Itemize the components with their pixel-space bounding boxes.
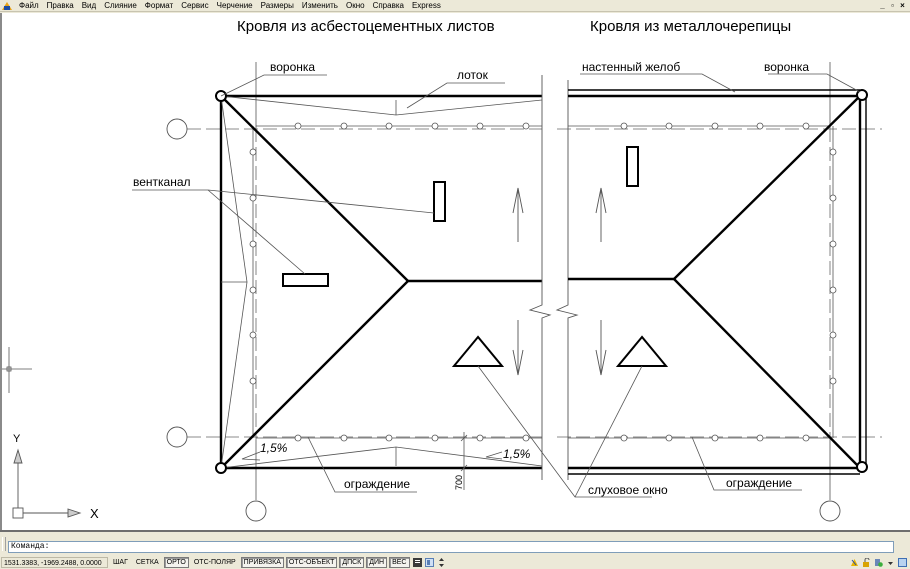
funnel-bottom-right (856, 461, 868, 473)
title-asbestos-roof: Кровля из асбестоцементных листов (237, 18, 495, 35)
toggle-osnap[interactable]: ПРИВЯЗКА (240, 557, 284, 568)
menu-modify[interactable]: Изменить (301, 0, 338, 10)
clean-screen-icon[interactable] (874, 558, 883, 567)
document-window-controls: _ ▫ × (878, 1, 907, 10)
label-funnel-left: воронка (270, 60, 315, 74)
funnel-bottom-left (215, 462, 227, 474)
model-icon[interactable] (412, 558, 422, 567)
vent-channels (282, 146, 639, 287)
lock-icon[interactable] (862, 558, 871, 567)
ucs-x-label: X (90, 506, 99, 521)
title-metal-tile-roof: Кровля из металлочерепицы (590, 18, 791, 35)
roof-plan-drawing: Кровля из асбестоцементных листов Кровля… (2, 18, 882, 522)
drawing-canvas[interactable]: Кровля из асбестоцементных листов Кровля… (0, 13, 910, 530)
label-fence-right: ограждение (726, 476, 792, 490)
menu-tools[interactable]: Сервис (181, 0, 209, 10)
command-line-input[interactable]: Команда: (8, 541, 894, 553)
dimension-value: 700 (454, 475, 464, 490)
toggle-dyn[interactable]: ДИН (366, 557, 388, 568)
break-lines (528, 75, 579, 480)
fence-posts (249, 122, 837, 442)
label-fence-left: ограждение (344, 477, 410, 491)
annotation-scale-icon[interactable] (850, 558, 859, 567)
restore-button[interactable]: ▫ (891, 1, 894, 10)
toggle-polar[interactable]: ОТС-ПОЛЯР (193, 559, 236, 566)
slope-right-label: 1,5% (503, 447, 531, 461)
slope-arrows (512, 187, 607, 376)
label-vent-channel: вентканал (133, 175, 191, 189)
scroll-icon[interactable] (437, 558, 446, 567)
axis-markers (166, 118, 841, 522)
label-funnel-right: воронка (764, 60, 809, 74)
menu-help[interactable]: Справка (372, 0, 404, 10)
slope-marks (241, 451, 503, 461)
toggle-lineweight[interactable]: ВЕС (389, 557, 410, 568)
layout-icon[interactable] (424, 558, 434, 567)
menu-window[interactable]: Окно (345, 0, 365, 10)
menu-edit[interactable]: Правка (46, 0, 74, 10)
right-roof-outline (568, 94, 862, 470)
menu-draw[interactable]: Черчение (216, 0, 253, 10)
autocad-app-icon[interactable] (2, 1, 12, 11)
status-bar: 1531.3383, -1969.2488, 0.0000 ШАГ СЕТКА … (0, 556, 910, 569)
fullscreen-icon[interactable] (898, 558, 907, 567)
toggle-ducs[interactable]: ДПСК (339, 557, 365, 568)
label-wall-gutter: настенный желоб (582, 60, 680, 74)
menu-merge[interactable]: Слияние (104, 0, 137, 10)
cursor-coordinates[interactable]: 1531.3383, -1969.2488, 0.0000 (1, 557, 108, 568)
slope-left-label: 1,5% (260, 441, 288, 455)
menu-view[interactable]: Вид (81, 0, 97, 10)
dimension-700 (460, 432, 468, 490)
toggle-snap[interactable]: ШАГ (113, 559, 128, 566)
wall-gutter (568, 89, 867, 475)
menu-express[interactable]: Express (411, 0, 441, 10)
label-tray: лоток (457, 68, 489, 82)
left-roof-outline (219, 94, 542, 470)
toggle-grid[interactable]: СЕТКА (135, 559, 159, 566)
minimize-button[interactable]: _ (880, 1, 885, 10)
label-dormer: слуховое окно (588, 483, 668, 497)
funnel-top-right (856, 89, 868, 101)
toggle-otrack[interactable]: ОТС-ОБЪЕКТ (285, 557, 338, 568)
ucs-y-label: Y (13, 433, 21, 445)
menu-dimension[interactable]: Размеры (260, 0, 294, 10)
tray-lines (220, 95, 543, 469)
menu-bar: Файл Правка Вид Слияние Формат Сервис Че… (0, 0, 910, 12)
crosshair-cursor (2, 347, 32, 393)
ucs-icon (12, 448, 82, 519)
dormer-windows (451, 335, 669, 367)
leader-lines (132, 73, 861, 498)
menu-file[interactable]: Файл (19, 0, 39, 10)
menu-format[interactable]: Формат (144, 0, 174, 10)
menu-arrow-icon[interactable] (886, 558, 895, 567)
toggle-ortho[interactable]: ОРТО (163, 557, 189, 568)
command-window: Команда: (0, 530, 910, 555)
close-button[interactable]: × (900, 1, 905, 10)
command-window-grip[interactable] (2, 537, 6, 551)
status-tray (850, 558, 907, 567)
